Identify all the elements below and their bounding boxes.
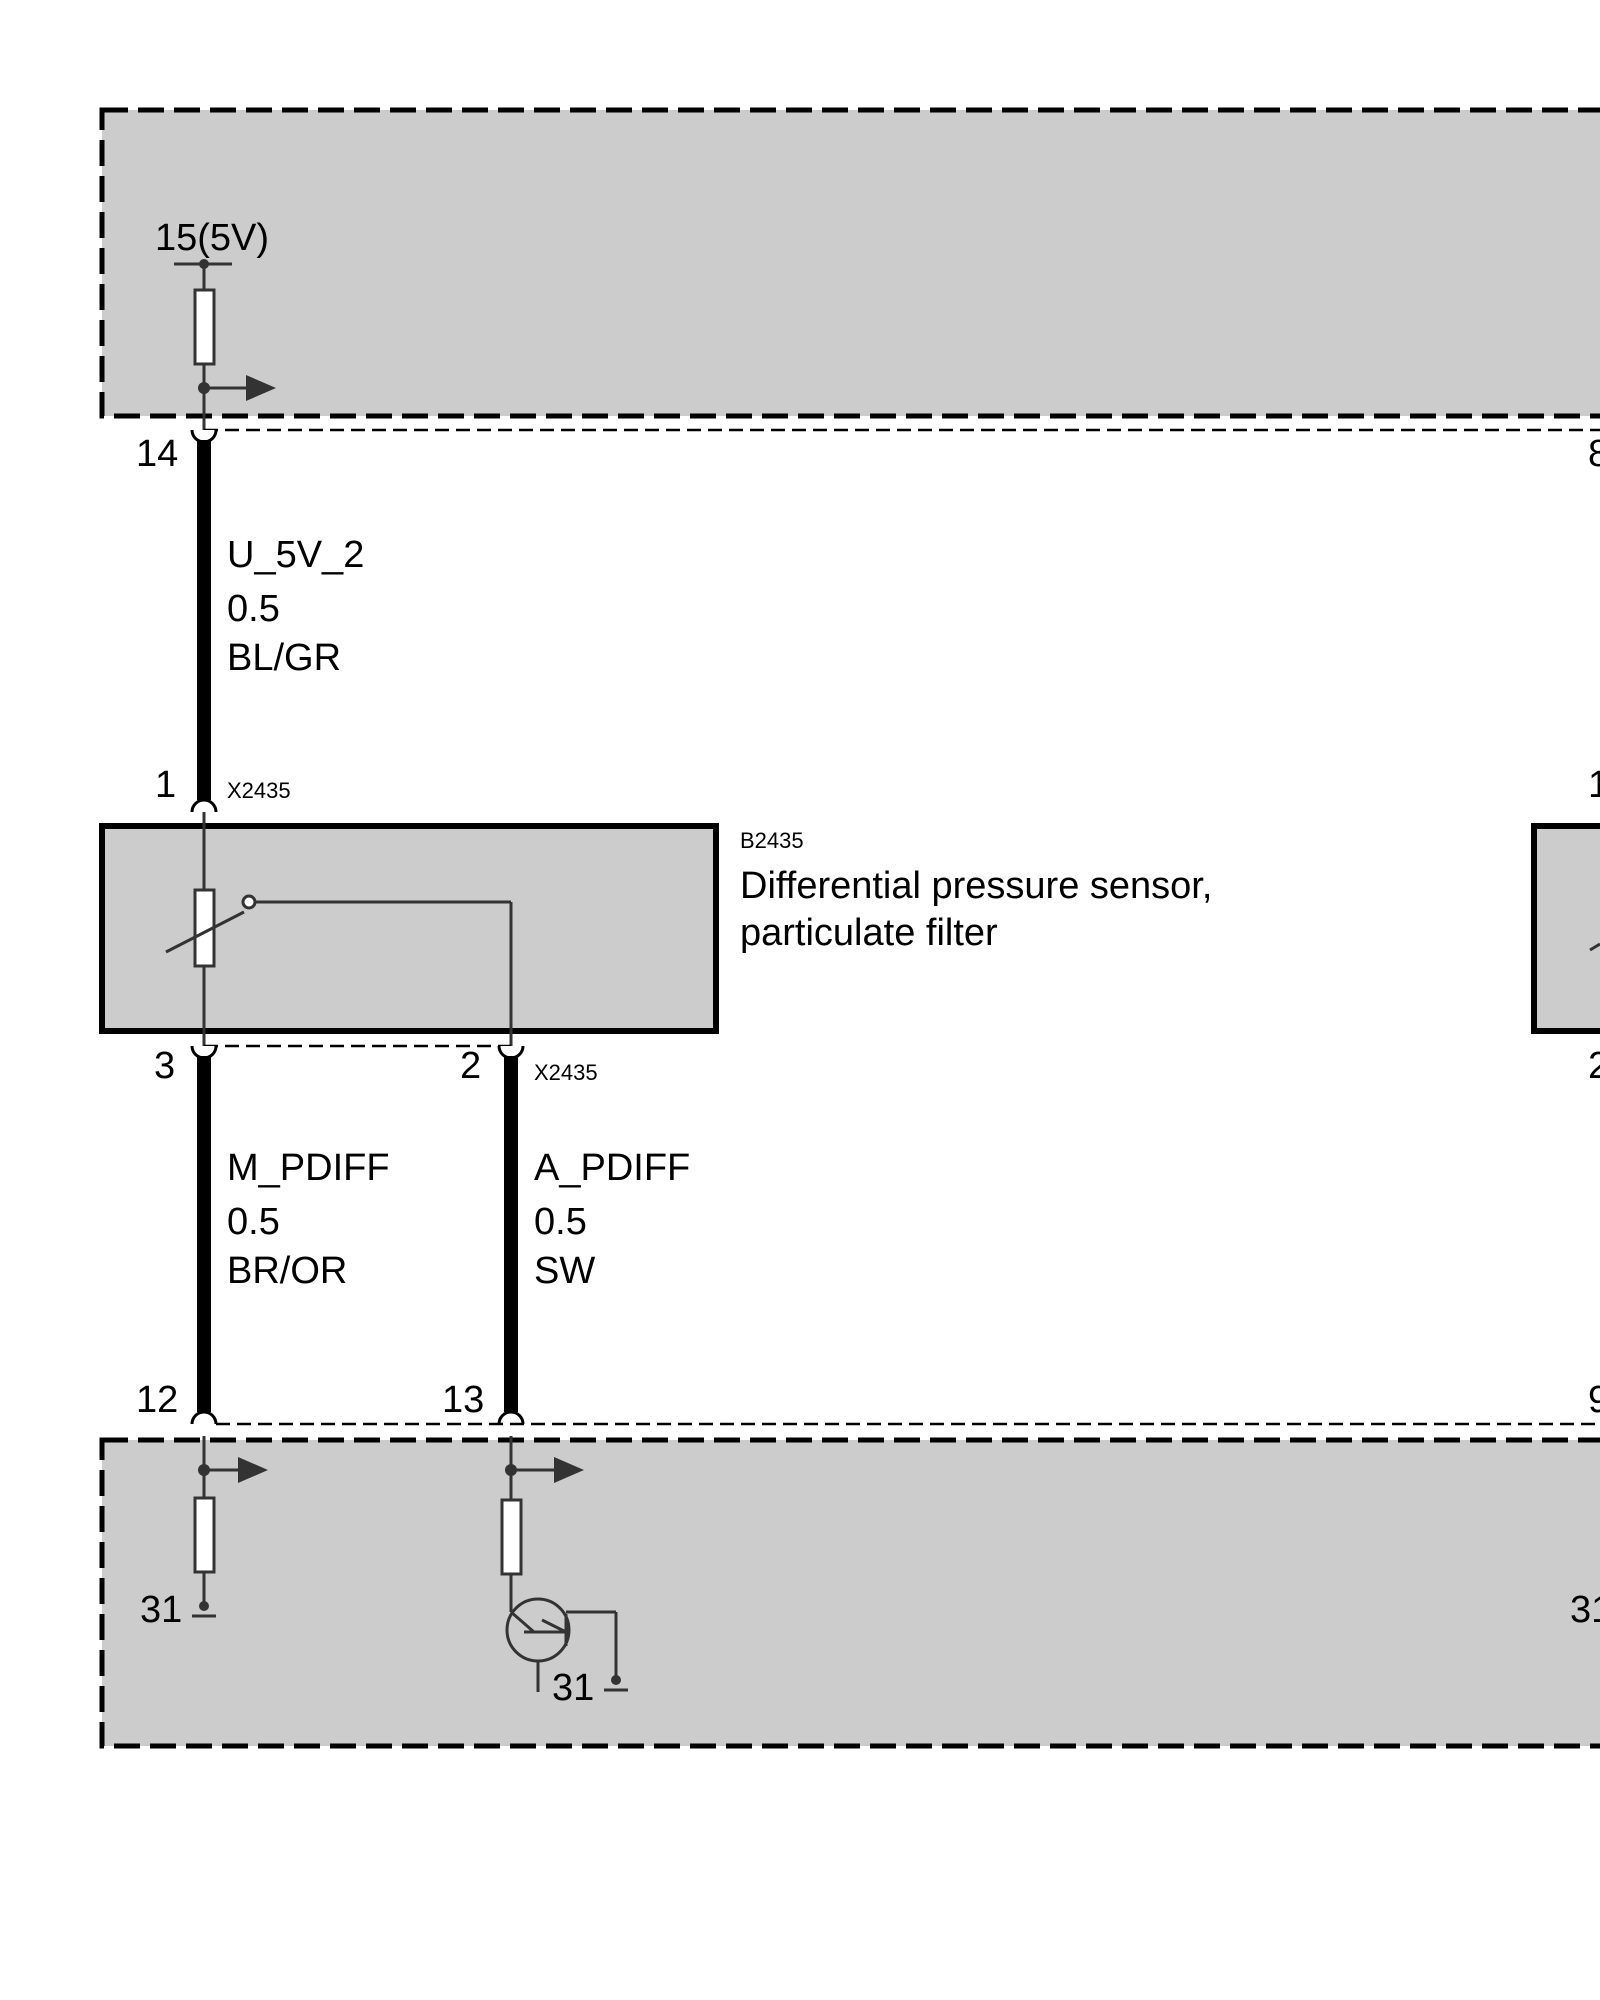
- m-input-arrow: [238, 1457, 268, 1483]
- sensor-pin-1-label: 1: [155, 764, 176, 806]
- pin-13-connector: [497, 1410, 525, 1425]
- right-sensor-box: [1531, 823, 1600, 1034]
- ground-left-node: [199, 1601, 209, 1611]
- signal-out-arrow: [246, 375, 276, 401]
- wire-a-pdiff-gauge: 0.5: [534, 1201, 587, 1243]
- pulldown-resistor: [193, 1496, 216, 1574]
- sensor-pin-2-label: 2: [460, 1045, 481, 1087]
- pin-8-label: 8: [1588, 433, 1600, 475]
- sensor-name-line1: Differential pressure sensor,: [740, 865, 1212, 907]
- ground-right-label: 31: [1570, 1589, 1600, 1631]
- pin-12-connector: [190, 1410, 218, 1425]
- sensor-connector-top: X2435: [227, 778, 291, 803]
- transistor-symbol: [505, 1597, 618, 1692]
- top-control-module-box: [99, 107, 1600, 419]
- wiper-terminal: [241, 894, 257, 910]
- right-sensor-pin-1-label: 1: [1588, 764, 1600, 806]
- supply-label: 15(5V): [155, 217, 269, 259]
- wire-u5v2-signal: U_5V_2: [227, 534, 364, 576]
- wire-m-pdiff-gauge: 0.5: [227, 1201, 280, 1243]
- pin-13-label: 13: [442, 1379, 484, 1421]
- sensor-pin-1-connector: [190, 798, 218, 813]
- sensor-name-line2: particulate filter: [740, 912, 998, 954]
- wire-m-pdiff-color: BR/OR: [227, 1250, 347, 1292]
- pin-12-label: 12: [136, 1379, 178, 1421]
- wire-a-pdiff-color: SW: [534, 1250, 595, 1292]
- right-sensor-pin-2-label: 2: [1588, 1045, 1600, 1087]
- ground-transistor-node: [611, 1675, 621, 1685]
- wire-a-pdiff-signal: A_PDIFF: [534, 1147, 690, 1189]
- ground-left-label: 31: [140, 1589, 182, 1631]
- pot-adjust-line: [165, 910, 245, 954]
- wire-m-pdiff-signal: M_PDIFF: [227, 1147, 390, 1189]
- sensor-id: B2435: [740, 828, 804, 853]
- ground-transistor-label: 31: [552, 1667, 594, 1709]
- wire-u5v2-gauge: 0.5: [227, 588, 280, 630]
- sensor-connector-bottom: X2435: [534, 1060, 598, 1085]
- pin-9-label: 9: [1588, 1379, 1600, 1421]
- sensor-pin-3-label: 3: [154, 1045, 175, 1087]
- a-input-arrow: [554, 1457, 584, 1483]
- bottom-control-module-box: [99, 1437, 1600, 1749]
- wire-u5v2-color: BL/GR: [227, 637, 341, 679]
- pin-14-label: 14: [136, 433, 178, 475]
- pullup-resistor: [193, 288, 216, 366]
- output-resistor: [500, 1498, 523, 1576]
- right-sensor-pot-hint: [1589, 942, 1600, 952]
